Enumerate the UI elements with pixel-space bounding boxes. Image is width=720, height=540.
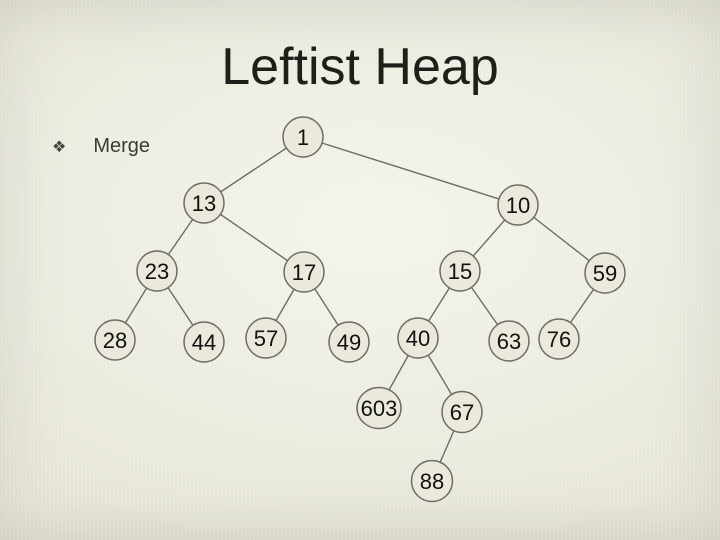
tree-node-63: 63 <box>488 320 530 362</box>
node-circle <box>245 317 287 359</box>
page-title: Leftist Heap <box>221 38 499 96</box>
node-value: 28 <box>103 328 127 353</box>
node-circle <box>283 251 325 293</box>
tree-node-40: 40 <box>397 317 439 359</box>
node-value: 15 <box>448 259 472 284</box>
node-value: 76 <box>547 327 571 352</box>
tree-node-603: 603 <box>356 386 402 430</box>
node-circle <box>183 182 225 224</box>
node-value: 59 <box>593 261 617 286</box>
tree-node-15: 15 <box>439 250 481 292</box>
bullet-item-merge: ❖ Merge <box>52 131 150 161</box>
node-circle <box>328 321 370 363</box>
tree-node-13: 13 <box>183 182 225 224</box>
tree-edge <box>302 136 519 206</box>
node-circle <box>94 319 136 361</box>
node-circle <box>538 318 580 360</box>
tree-node-23: 23 <box>136 250 178 292</box>
diamond-bullet-icon: ❖ <box>52 139 67 156</box>
node-circle <box>497 184 539 226</box>
node-circle <box>439 250 481 292</box>
tree-node-76: 76 <box>538 318 580 360</box>
bullet-label: Merge <box>93 135 151 157</box>
node-value: 17 <box>292 260 316 285</box>
node-value: 63 <box>497 329 521 354</box>
node-circle <box>584 252 626 294</box>
node-value: 23 <box>145 259 169 284</box>
tree-nodes: 1 13 10 23 17 15 <box>94 116 626 503</box>
node-circle <box>183 321 225 363</box>
node-circle <box>488 320 530 362</box>
node-circle <box>410 459 454 503</box>
tree-node-1: 1 <box>282 116 324 158</box>
node-value: 57 <box>254 326 278 351</box>
node-value: 10 <box>506 193 530 218</box>
node-value: 603 <box>361 396 398 421</box>
node-value: 44 <box>192 330 216 355</box>
tree-node-88: 88 <box>410 459 454 503</box>
node-value: 1 <box>297 125 309 150</box>
node-value: 49 <box>337 330 361 355</box>
tree-node-17: 17 <box>283 251 325 293</box>
tree-node-67: 67 <box>441 390 483 434</box>
tree-node-28: 28 <box>94 319 136 361</box>
node-circle <box>356 386 402 430</box>
tree-node-10: 10 <box>497 184 539 226</box>
node-value: 40 <box>406 326 430 351</box>
node-circle <box>441 390 483 434</box>
tree-node-44: 44 <box>183 321 225 363</box>
tree-node-57: 57 <box>245 317 287 359</box>
node-value: 88 <box>420 469 444 494</box>
tree-edges <box>114 136 606 482</box>
tree-node-59: 59 <box>584 252 626 294</box>
tree-node-49: 49 <box>328 321 370 363</box>
node-value: 13 <box>192 191 216 216</box>
node-circle <box>397 317 439 359</box>
node-circle <box>282 116 324 158</box>
node-circle <box>136 250 178 292</box>
node-value: 67 <box>450 400 474 425</box>
